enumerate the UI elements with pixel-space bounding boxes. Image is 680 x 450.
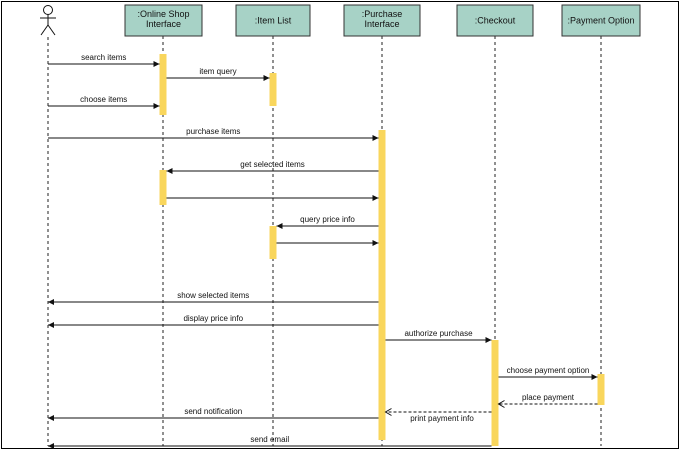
- messages: search items item query choose items purcha…: [48, 53, 598, 449]
- message-label: authorize purchase: [404, 329, 473, 338]
- arrowhead-filled: [263, 75, 270, 81]
- participant-label: Interface: [364, 19, 399, 29]
- arrowhead-filled: [48, 322, 54, 328]
- arrowhead-filled: [153, 103, 160, 109]
- message: item query: [166, 67, 270, 81]
- participant-label: :Purchase: [362, 9, 403, 19]
- message-label: show selected items: [177, 291, 249, 300]
- message-label: send notification: [184, 407, 242, 416]
- participant-label: :Payment Option: [567, 16, 634, 26]
- activation-bar-checkout: [491, 340, 499, 446]
- arrowhead-filled: [48, 415, 54, 421]
- participant-label: :Online Shop: [137, 9, 189, 19]
- participant-items: :Item List: [235, 4, 311, 37]
- participant-box: [235, 4, 311, 37]
- arrowhead-filled: [372, 135, 379, 141]
- actor-leg: [40, 24, 49, 36]
- message-label: choose items: [80, 95, 127, 104]
- participant-box: [124, 4, 203, 37]
- message: print payment info: [384, 408, 492, 423]
- message: show selected items: [48, 291, 379, 305]
- message-label: choose payment option: [507, 366, 590, 375]
- message-label: place payment: [522, 393, 575, 402]
- arrowhead-filled: [276, 223, 283, 229]
- message-label: query price info: [300, 215, 355, 224]
- message: query price info: [276, 215, 379, 229]
- arrowhead-filled: [485, 337, 492, 343]
- activation-bar-purchase: [378, 130, 386, 440]
- message: send notification: [48, 407, 379, 421]
- message-label: display price info: [183, 314, 243, 323]
- actor-icon: [40, 5, 56, 36]
- message: display price info: [48, 314, 379, 328]
- activations: [159, 54, 605, 446]
- arrowhead-open: [497, 400, 505, 408]
- message-label: item query: [199, 67, 236, 76]
- arrowhead-filled: [48, 443, 54, 449]
- message-label: purchase items: [186, 127, 240, 136]
- arrowhead-filled: [372, 195, 379, 201]
- message: [276, 240, 379, 246]
- message: get selected items: [166, 160, 379, 174]
- message: choose items: [48, 95, 160, 109]
- activation-bar-payment: [597, 374, 605, 405]
- activation-bar-items: [269, 226, 277, 259]
- activation-bar-shop: [159, 170, 167, 205]
- participant-label: :Item List: [255, 16, 292, 26]
- actor-leg: [47, 24, 56, 36]
- activation-bar-items: [269, 73, 277, 106]
- message-label: get selected items: [240, 160, 304, 169]
- participant-label: Interface: [146, 19, 181, 29]
- participant-checkout: :Checkout: [456, 4, 534, 37]
- arrowhead-filled: [591, 374, 598, 380]
- participant-label: :Checkout: [475, 16, 516, 26]
- message: choose payment option: [498, 366, 598, 380]
- activation-bar-shop: [159, 54, 167, 115]
- message: send email: [48, 435, 492, 449]
- message-label: search items: [81, 53, 126, 62]
- message: [166, 195, 379, 201]
- participant-payment: :Payment Option: [561, 4, 641, 37]
- message: place payment: [497, 393, 598, 408]
- actor-head: [43, 5, 53, 15]
- message: purchase items: [48, 127, 379, 141]
- message-label: print payment info: [410, 414, 474, 423]
- message: search items: [48, 53, 160, 67]
- participant-box: [343, 4, 421, 37]
- participant-box: [561, 4, 641, 37]
- arrowhead-filled: [166, 168, 173, 174]
- message-label: send email: [250, 435, 289, 444]
- lifelines: [47, 36, 602, 446]
- message: authorize purchase: [385, 329, 492, 343]
- participant-box: [456, 4, 534, 37]
- arrowhead-open: [384, 408, 392, 416]
- arrowhead-filled: [48, 299, 54, 305]
- arrowhead-filled: [372, 240, 379, 246]
- arrowhead-filled: [153, 61, 160, 67]
